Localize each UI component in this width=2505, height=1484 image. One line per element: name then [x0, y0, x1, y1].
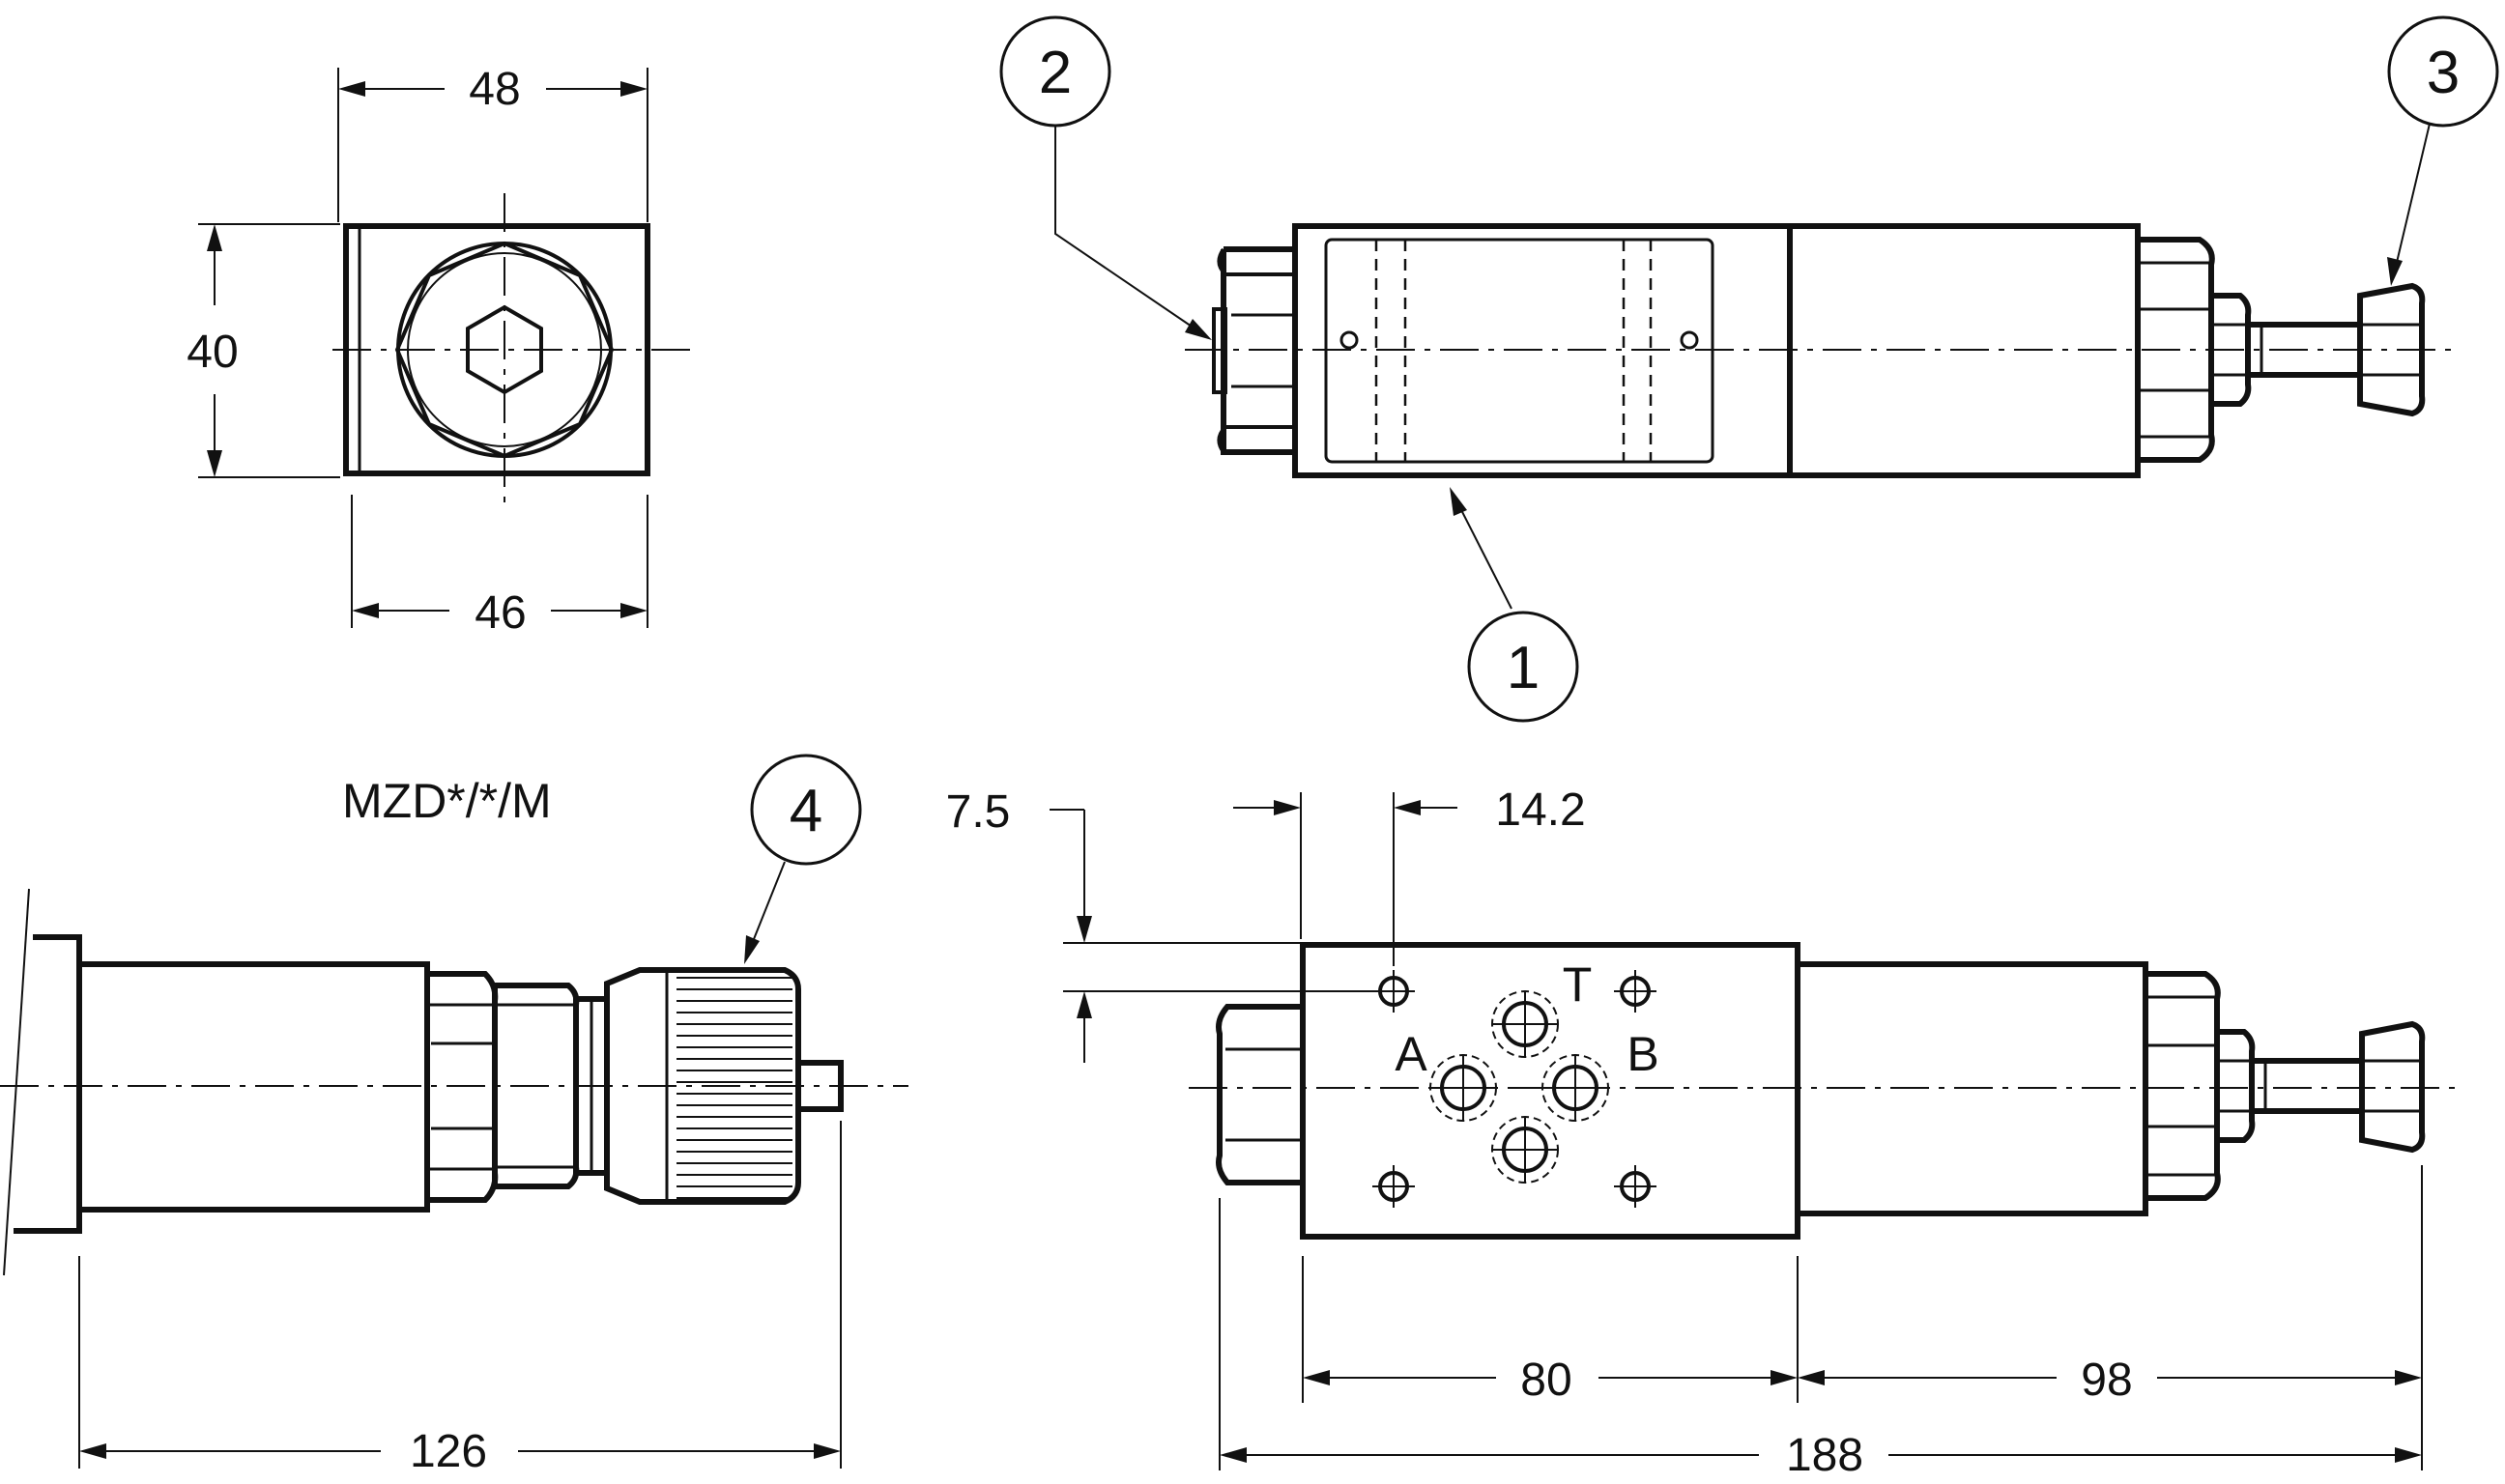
callout-2-label: 2 [1039, 40, 1072, 106]
dim-46-label: 46 [475, 587, 526, 639]
port-t-label: T [1563, 957, 1593, 1012]
callout-3-label: 3 [2427, 40, 2460, 106]
callout-1-label: 1 [1507, 635, 1540, 701]
dim-80-label: 80 [1520, 1355, 1571, 1406]
plan-view: T A B 7.5 [946, 785, 2455, 1481]
side-view [1185, 223, 2455, 478]
dim-188-label: 188 [1786, 1430, 1863, 1481]
dim-7-5-label: 7.5 [946, 786, 1011, 838]
callout-4: 4 [744, 754, 862, 964]
dim-126-label: 126 [410, 1426, 487, 1477]
model-label: MZD*/*/M [342, 774, 552, 828]
dim-98-label: 98 [2081, 1355, 2132, 1406]
callout-4-label: 4 [790, 778, 822, 844]
callout-1: 1 [1450, 487, 1579, 723]
knob-knurling-icon [677, 977, 792, 1199]
end-view: 48 40 46 [187, 64, 692, 639]
dim-14-2-label: 14.2 [1495, 785, 1585, 836]
port-a-label: A [1395, 1027, 1427, 1081]
knob-view: 126 [0, 888, 908, 1477]
port-p-icon [1491, 1116, 1559, 1184]
port-b-label: B [1627, 1027, 1658, 1081]
dim-48-label: 48 [469, 64, 520, 115]
dim-40-label: 40 [187, 327, 238, 378]
port-t-icon [1491, 990, 1559, 1058]
callout-3: 3 [2387, 15, 2499, 286]
callout-2: 2 [999, 15, 1212, 340]
